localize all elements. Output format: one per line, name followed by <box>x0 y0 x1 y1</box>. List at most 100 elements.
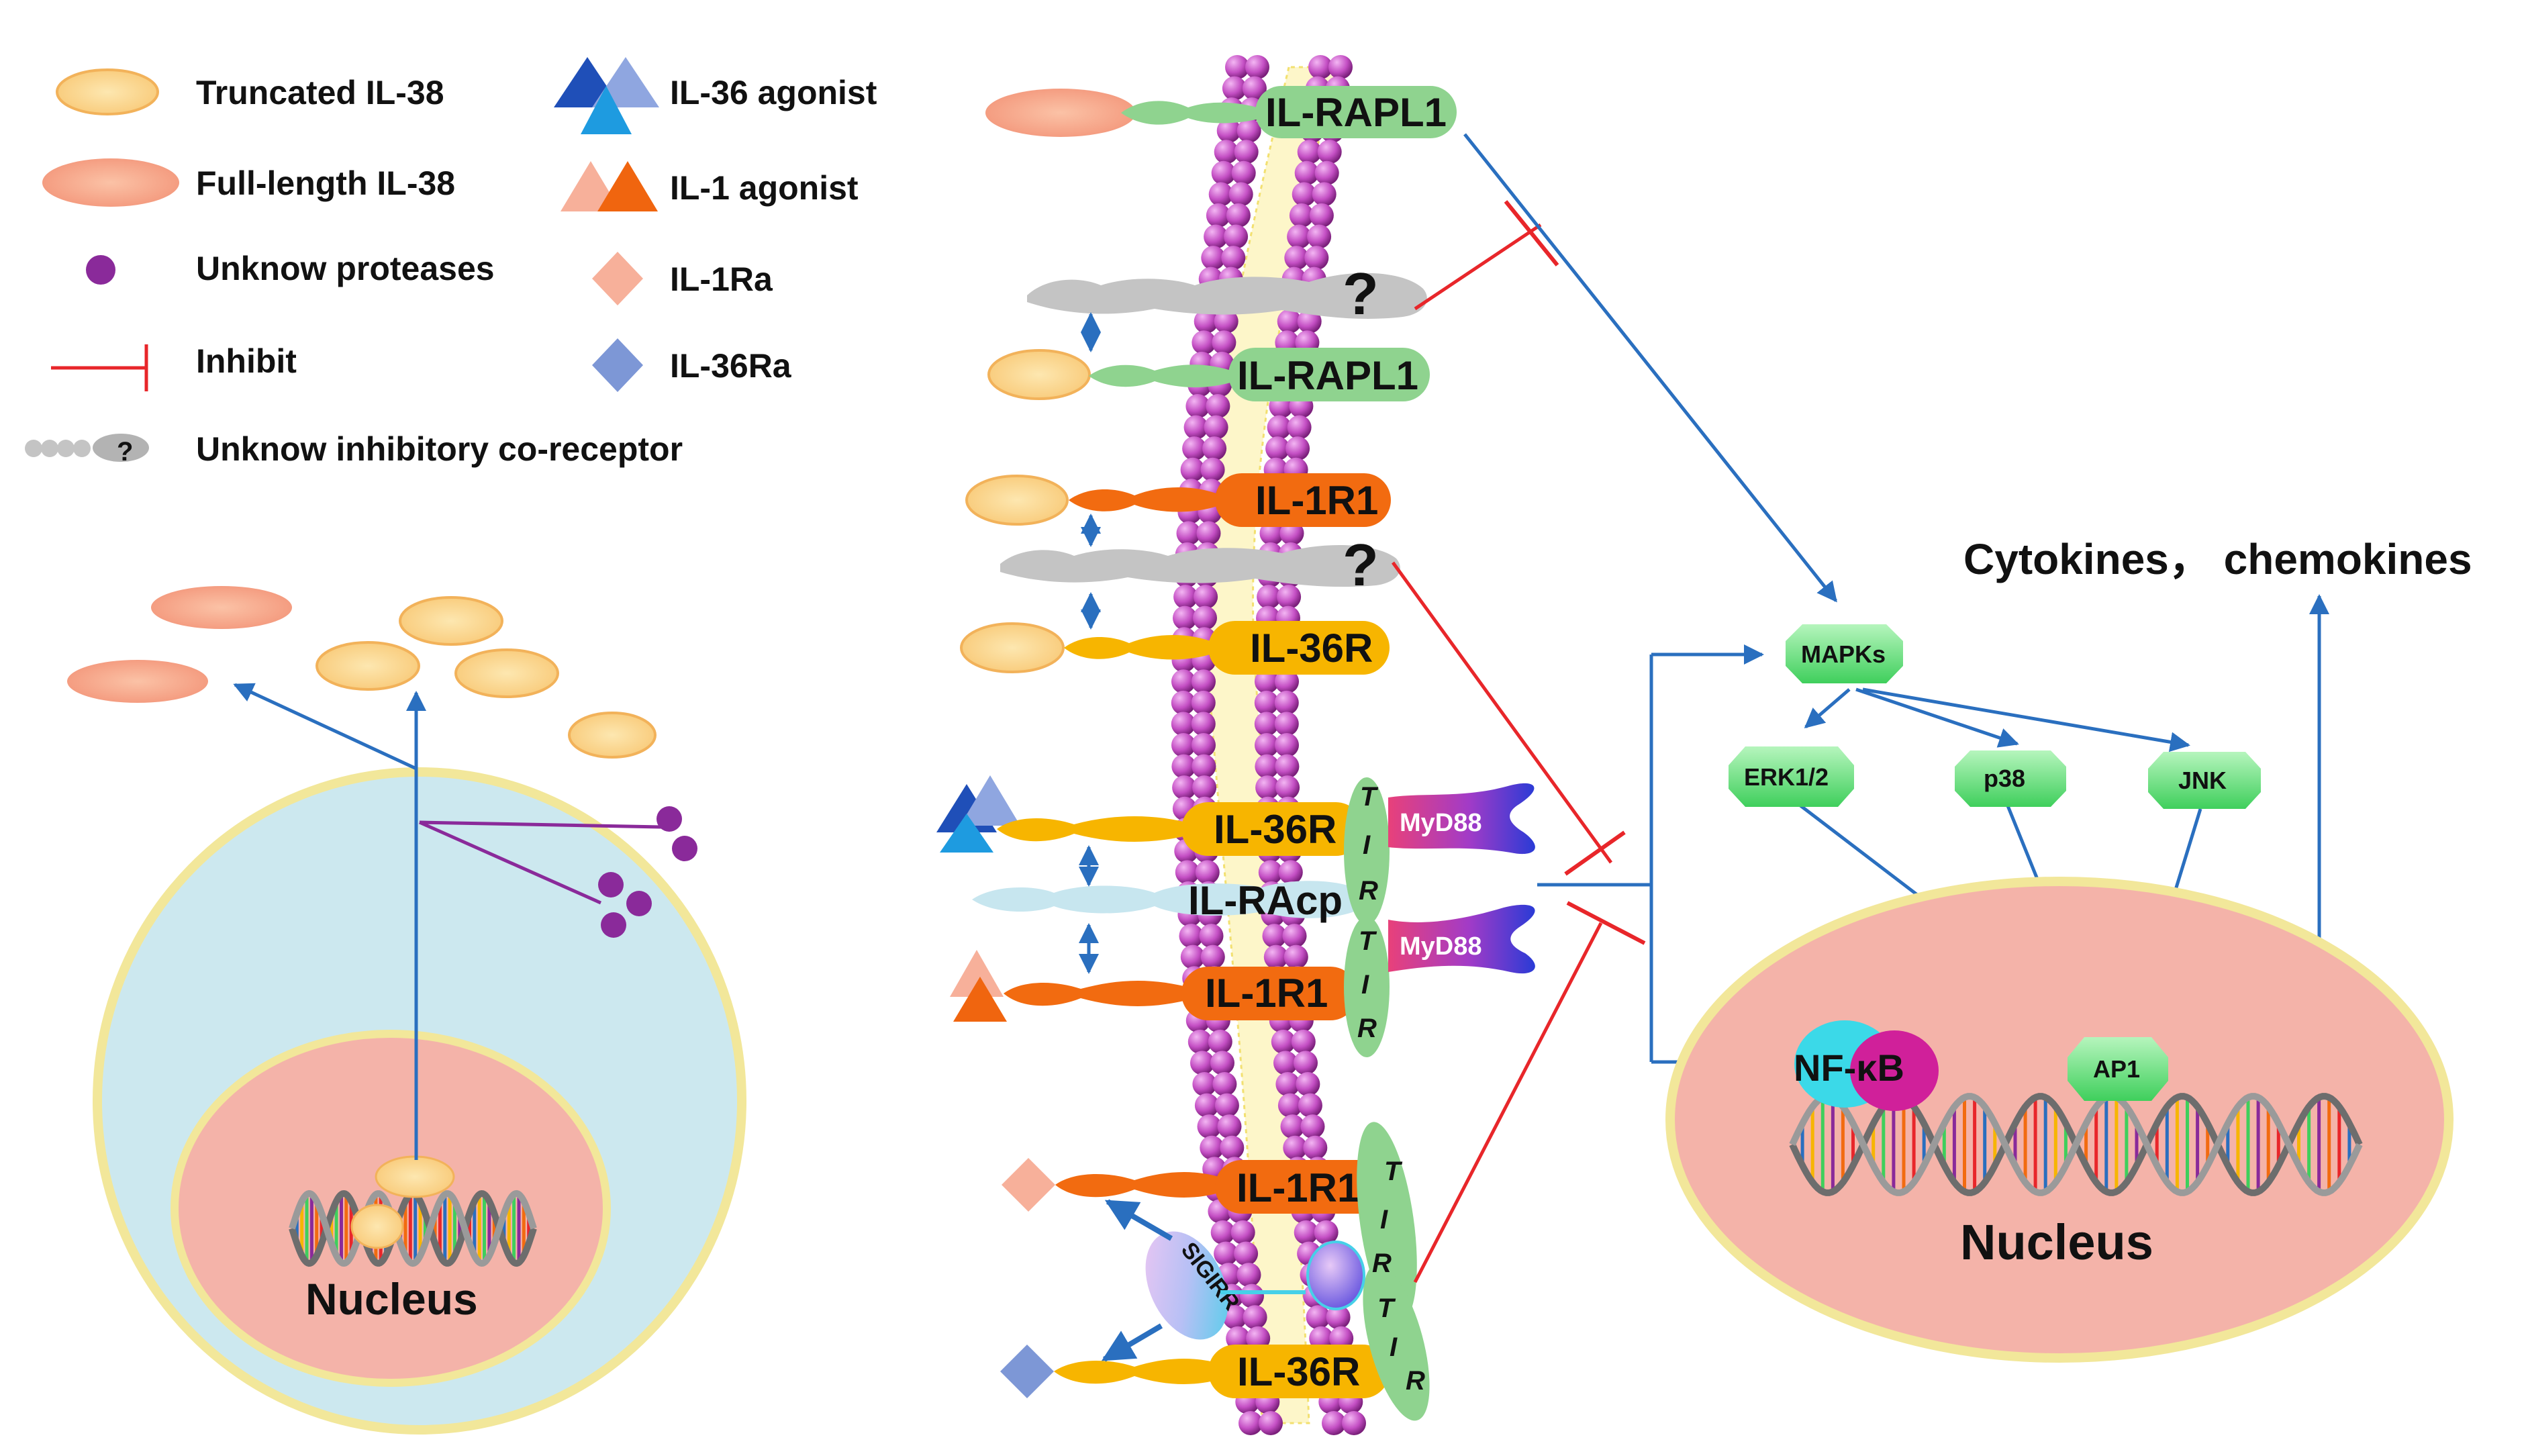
membrane-bead <box>1245 55 1269 79</box>
membrane-bead <box>1254 690 1279 715</box>
il-1r1-c-receptor <box>1215 1160 1391 1214</box>
membrane-bead <box>1171 733 1196 757</box>
membrane-bead <box>1285 436 1310 461</box>
membrane-bead <box>1230 1220 1255 1245</box>
protease-arrow-2 <box>418 820 602 905</box>
membrane-bead <box>1240 1283 1264 1308</box>
membrane-bead <box>1231 160 1256 185</box>
membrane-bead <box>1306 1305 1330 1330</box>
membrane-bead <box>1204 224 1228 249</box>
membrane-bead <box>1328 55 1353 79</box>
receptor-column: IL-RAPL1 ? IL-RAPL1 IL-1R1 ? <box>936 86 1535 1421</box>
membrane-bead <box>1265 436 1290 461</box>
legend-il1ra-shape <box>592 252 643 305</box>
membrane-bead <box>1236 118 1261 143</box>
membrane-bead <box>1220 1135 1245 1160</box>
p38-node: p38 <box>1955 750 2066 807</box>
membrane-bead <box>1262 924 1287 949</box>
dna-backbone <box>289 1190 537 1267</box>
membrane-bead <box>1277 309 1302 334</box>
tir-1-i: I <box>1363 830 1371 860</box>
legend-il36-agonist-label: IL-36 agonist <box>670 74 877 111</box>
tir-domain-il1r1: T I R <box>1344 916 1390 1057</box>
protease-arrow-1 <box>419 820 662 829</box>
legend-full-length-il38-shape <box>42 158 179 207</box>
il-racp-complex: IL-RAcp <box>972 878 1373 923</box>
membrane-bead <box>1275 1072 1300 1096</box>
myd88-2: MyD88 <box>1388 904 1535 974</box>
legend-protease-shape <box>86 255 115 285</box>
dna-helix-right <box>1789 1093 2363 1196</box>
membrane-bead <box>1296 1072 1320 1096</box>
membrane-bead <box>1267 415 1292 440</box>
membrane-bead <box>1274 690 1299 715</box>
membrane-bead <box>1342 1411 1366 1435</box>
il-racp-label: IL-RAcp <box>1188 878 1343 923</box>
il-1r1-c-complex: IL-1R1 <box>1002 1158 1391 1214</box>
membrane-bead <box>1291 1029 1316 1054</box>
legend-truncated-label: Truncated IL-38 <box>196 74 444 111</box>
membrane-bead <box>1192 1072 1217 1096</box>
legend-il36ra-shape <box>592 338 643 392</box>
il36ra-ligand <box>1000 1345 1054 1398</box>
unknown-coreceptor-1: ? <box>1027 260 1427 327</box>
membrane-bead <box>1171 712 1196 736</box>
jnk-label: JNK <box>2178 767 2227 794</box>
membrane-bead <box>1221 246 1246 271</box>
tir-2-t: T <box>1359 926 1377 956</box>
il-rapl1-second-label: IL-RAPL1 <box>1237 353 1418 398</box>
tir-3-r: R <box>1372 1249 1392 1278</box>
membrane-bead <box>1255 733 1279 757</box>
tir-3-t: T <box>1384 1157 1403 1186</box>
nuclear-truncated-il38-b <box>375 1155 455 1198</box>
membrane-bead <box>1214 1093 1239 1118</box>
secreted-full-length-il38-1 <box>151 586 292 629</box>
membrane-bead <box>1200 944 1225 969</box>
membrane-bead <box>1191 712 1216 736</box>
legend: Truncated IL-38 Full-length IL-38 Unknow… <box>25 57 877 468</box>
legend-il1-agonist-label: IL-1 agonist <box>670 169 859 207</box>
il-rapl1-top-label: IL-RAPL1 <box>1265 90 1447 135</box>
secreting-cell: Nucleus <box>67 586 746 1435</box>
il-1r1-a-label: IL-1R1 <box>1255 478 1378 523</box>
export-arrow-full-length <box>233 683 418 771</box>
legend-il1ra-label: IL-1Ra <box>670 260 773 298</box>
il-36r-b-label: IL-36R <box>1214 807 1337 852</box>
legend-il36ra-label: IL-36Ra <box>670 347 792 385</box>
il-1r1-b-label: IL-1R1 <box>1205 971 1328 1016</box>
membrane-bead <box>1275 733 1299 757</box>
membrane-bead <box>1259 1411 1283 1435</box>
tir-domain-il36r: T I R <box>1344 777 1390 925</box>
target-nucleus-envelope <box>1665 877 2454 1363</box>
membrane-bead <box>1234 1241 1259 1266</box>
membrane-bead <box>1322 1411 1346 1435</box>
rapl1-to-mapks-arrow <box>1463 133 1837 603</box>
membrane-bead <box>1300 1114 1325 1139</box>
legend-coreceptor-label: Unknow inhibitory co-receptor <box>196 430 683 468</box>
ap1-label: AP1 <box>2093 1055 2140 1083</box>
il-1r1-c-label: IL-1R1 <box>1236 1165 1359 1210</box>
il-rapl1-top-stalk <box>1121 101 1262 125</box>
nfkb-label: NF-κB <box>1794 1047 1904 1089</box>
sigirr-intracellular <box>1306 1241 1365 1310</box>
legend-il1-agonist-shape <box>561 161 658 211</box>
unknown-coreceptor-2: ? <box>1000 532 1400 598</box>
membrane-bead <box>1283 944 1308 969</box>
membrane-bead <box>1185 394 1210 418</box>
membrane-bead <box>1308 55 1332 79</box>
membrane-bead <box>1226 1326 1251 1351</box>
membrane-bead <box>1212 1072 1237 1096</box>
membrane-bead <box>1287 224 1312 249</box>
tir-4-r: R <box>1406 1366 1425 1396</box>
membrane-bead <box>1180 457 1205 482</box>
mapks-node: MAPKs <box>1786 624 1903 683</box>
membrane-bead <box>1277 585 1302 610</box>
membrane-bead <box>1175 860 1200 885</box>
target-nucleus: Nucleus NF-κB AP1 <box>1665 877 2454 1363</box>
membrane-bead <box>1273 1051 1298 1075</box>
il-1r1-a-receptor <box>1215 473 1391 527</box>
membrane-bead <box>1217 1114 1242 1139</box>
truncated-il38-ligand-il36r <box>960 622 1065 673</box>
myd88-2-label: MyD88 <box>1400 932 1482 961</box>
membrane-bead <box>1259 521 1284 546</box>
